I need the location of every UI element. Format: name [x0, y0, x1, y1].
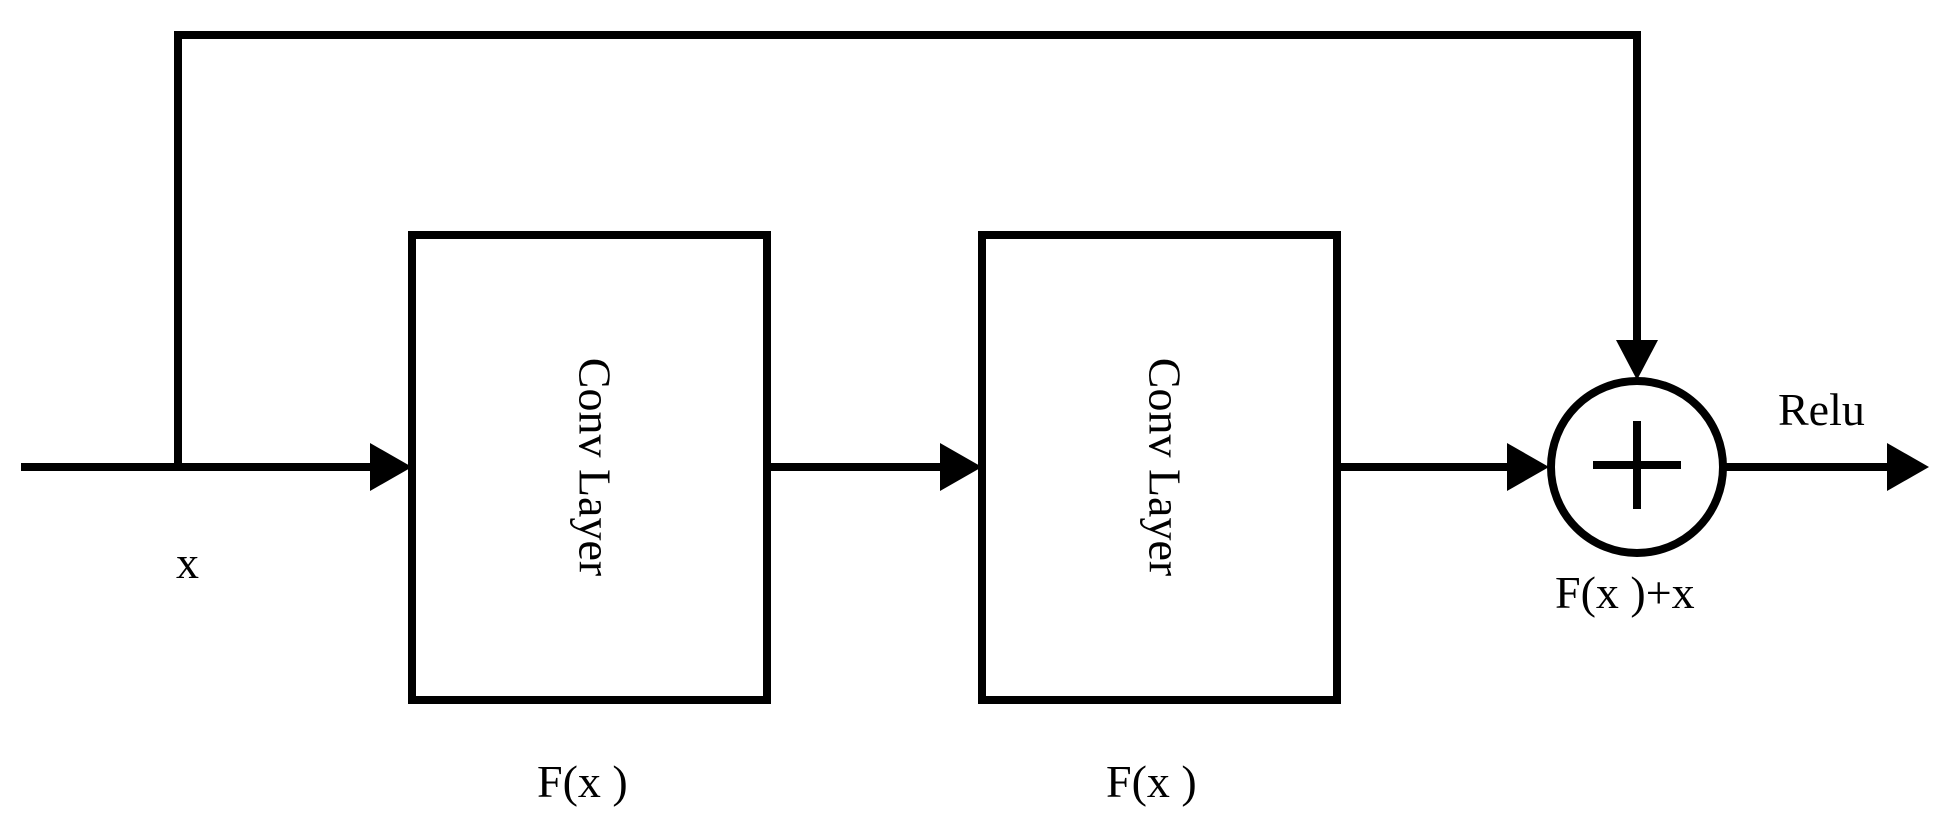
arrow-into-adder: [1507, 443, 1549, 491]
conv-layer-label-2: Conv Layer: [1139, 358, 1190, 576]
arrow-skip-into-adder: [1616, 340, 1658, 380]
conv-1-caption: F(x ): [537, 756, 628, 807]
relu-label: Relu: [1778, 384, 1865, 435]
arrow-into-conv-2: [940, 443, 982, 491]
conv-layer-label-1: Conv Layer: [569, 358, 620, 576]
conv-layer-block-2: [978, 231, 1341, 704]
arrow-into-conv-1: [370, 443, 412, 491]
conv-2-caption: F(x ): [1106, 756, 1197, 807]
input-x-label: x: [176, 537, 199, 588]
sum-caption: F(x )+x: [1555, 567, 1695, 618]
plus-circle-icon: [1547, 377, 1727, 557]
arrow-output: [1887, 443, 1929, 491]
skip-connection: [174, 31, 1641, 471]
